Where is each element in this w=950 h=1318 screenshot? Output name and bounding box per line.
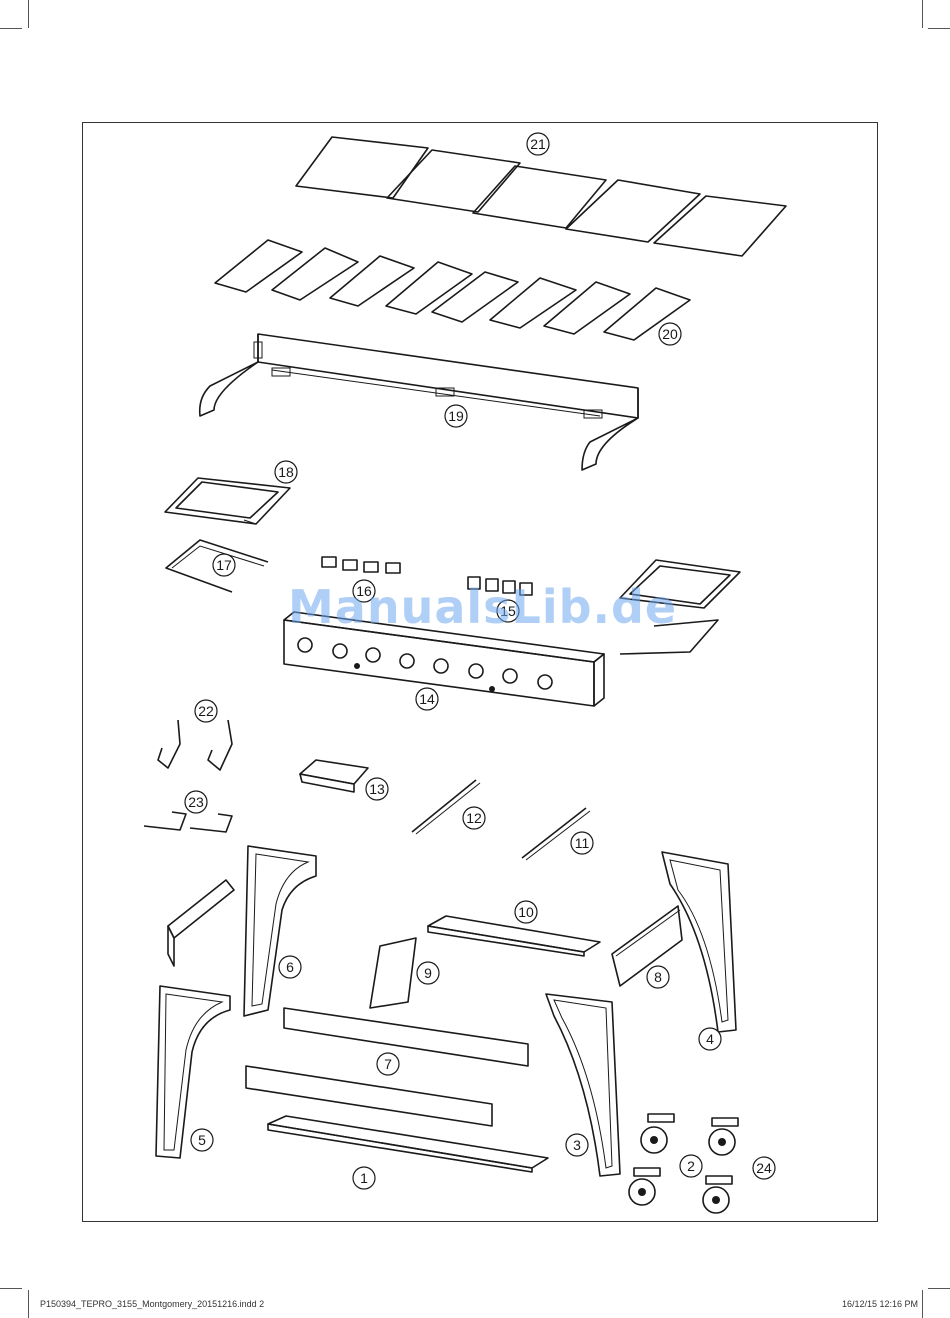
svg-text:5: 5: [198, 1132, 206, 1148]
callout-7: 7: [377, 1053, 399, 1075]
callout-11: 11: [571, 832, 593, 854]
part-18-side-rack: [165, 478, 290, 524]
svg-text:2: 2: [687, 1158, 695, 1174]
svg-text:21: 21: [530, 136, 546, 152]
callout-12: 12: [463, 807, 485, 829]
svg-text:20: 20: [662, 326, 678, 342]
svg-text:10: 10: [518, 904, 534, 920]
svg-text:22: 22: [198, 703, 214, 719]
part-20-flame-tamers: [215, 240, 690, 340]
svg-text:1: 1: [360, 1170, 368, 1186]
part-1-bottom-shelf: [268, 1116, 548, 1172]
svg-text:9: 9: [424, 965, 432, 981]
callout-1: 1: [353, 1167, 375, 1189]
callout-20: 20: [659, 323, 681, 345]
part-side-bracket-left: [168, 880, 234, 966]
watermark-text: ManualsLib.de: [288, 580, 677, 634]
callout-23: 23: [185, 791, 207, 813]
svg-text:3: 3: [573, 1137, 581, 1153]
footer-date-time: 16/12/15 12:16 PM: [842, 1299, 918, 1309]
callout-4: 4: [699, 1028, 721, 1050]
callout-13: 13: [366, 778, 388, 800]
callout-3: 3: [566, 1134, 588, 1156]
callout-14: 14: [416, 688, 438, 710]
part-19-windshield: [200, 334, 638, 470]
part-6-leg: [244, 846, 316, 1016]
callout-2: 2: [680, 1155, 702, 1177]
callout-22: 22: [195, 700, 217, 722]
svg-text:19: 19: [448, 408, 464, 424]
svg-text:4: 4: [706, 1031, 714, 1047]
callout-18: 18: [275, 461, 297, 483]
svg-text:23: 23: [188, 794, 204, 810]
callout-5: 5: [191, 1129, 213, 1151]
svg-text:6: 6: [286, 959, 294, 975]
part-22-hooks: [158, 720, 232, 770]
callout-10: 10: [515, 901, 537, 923]
callout-21: 21: [527, 133, 549, 155]
svg-text:12: 12: [466, 810, 482, 826]
callout-17: 17: [213, 554, 235, 576]
part-9-panel: [370, 938, 416, 1008]
part-5-leg: [156, 986, 230, 1158]
part-10-shelf: [428, 916, 600, 956]
callout-9: 9: [417, 962, 439, 984]
svg-text:17: 17: [216, 557, 232, 573]
svg-text:24: 24: [756, 1160, 772, 1176]
part-number-callouts: 21 20 19 18 17 16 15 14 22 13 23 12 11 1…: [185, 133, 775, 1189]
callout-24: 24: [753, 1157, 775, 1179]
part-4-leg: [662, 852, 736, 1032]
callout-19: 19: [445, 405, 467, 427]
part-13-drip-tray: [300, 760, 368, 792]
part-23-holders: [144, 812, 232, 832]
svg-text:13: 13: [369, 781, 385, 797]
part-16-brackets: [322, 557, 400, 573]
svg-text:18: 18: [278, 464, 294, 480]
svg-text:8: 8: [654, 969, 662, 985]
svg-text:11: 11: [575, 835, 590, 851]
footer-file-name: P150394_TEPRO_3155_Montgomery_20151216.i…: [40, 1299, 264, 1309]
svg-text:14: 14: [419, 691, 435, 707]
svg-text:7: 7: [384, 1056, 392, 1072]
callout-8: 8: [647, 966, 669, 988]
callout-6: 6: [279, 956, 301, 978]
